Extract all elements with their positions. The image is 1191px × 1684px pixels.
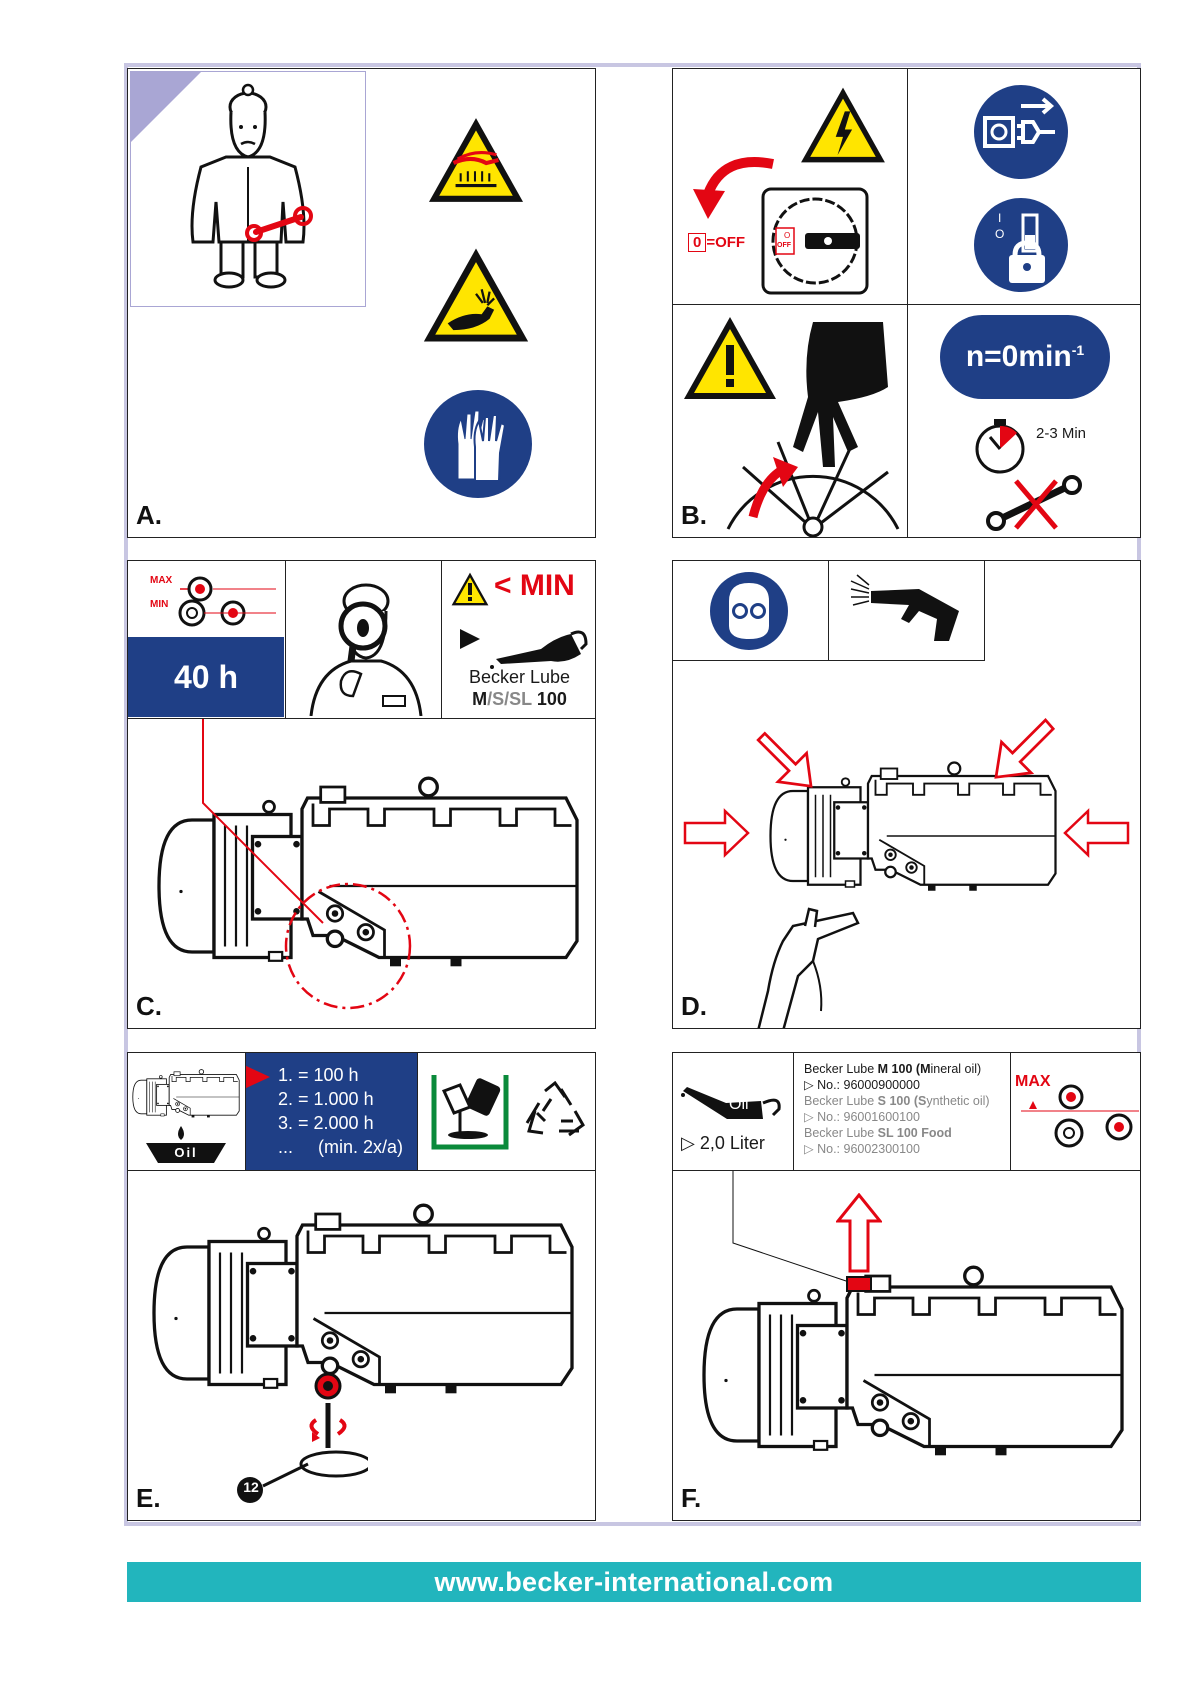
- lube-m-row: Becker Lube M 100 (Mineral oil): [804, 1062, 982, 1076]
- switch-off-mark: OFF: [777, 242, 791, 249]
- panel-label: D.: [681, 991, 707, 1021]
- lube-spec-cell: Becker Lube M 100 (Mineral oil) ▷ No.: 9…: [794, 1053, 1011, 1171]
- panel-label: F.: [681, 1483, 702, 1513]
- no-wrench-icon: [986, 475, 1082, 531]
- sight-glass-icon: [178, 576, 276, 627]
- off-label: 0=OFF: [688, 233, 745, 252]
- oil-volume-cell: Oil ▷ 2,0 Liter: [673, 1053, 794, 1171]
- panel-label: C.: [136, 991, 162, 1021]
- pump-drain-icon: [130, 1067, 242, 1127]
- website-footer[interactable]: www.becker-international.com: [127, 1562, 1141, 1602]
- off-zero: 0: [688, 233, 707, 252]
- lube-title: Becker Lube: [468, 667, 571, 687]
- drain-plug-highlight: [314, 1372, 342, 1400]
- lockout-icon: I O: [973, 197, 1069, 293]
- lock-o-mark: O: [995, 227, 1005, 241]
- oil-level-cell: MAX MIN 40 h: [128, 561, 286, 719]
- switch-o-mark: O: [784, 231, 791, 240]
- wait-time-label: 2-3 Min: [1036, 425, 1087, 442]
- oil-disposal-icon: [431, 1075, 509, 1150]
- disconnect-lock-cell: I O: [908, 69, 1140, 305]
- low-level-warning-icon: [450, 571, 490, 607]
- panel-label: A.: [136, 500, 162, 530]
- standstill-cell: n=0min-1 2-3 Min: [908, 305, 1140, 537]
- min-label: MIN: [150, 599, 169, 610]
- eye-protection-icon: [710, 572, 788, 650]
- pump-illustration: [693, 1265, 1133, 1485]
- drain-cell: Oil: [128, 1053, 246, 1171]
- max-sight-glass-icon: [1021, 1084, 1139, 1148]
- air-gun-cell: [829, 561, 985, 661]
- oil-can-label: Oil: [729, 1096, 749, 1113]
- check-interval-badge: 40 h: [128, 637, 284, 717]
- main-switch: O OFF: [760, 186, 870, 296]
- general-warning-icon: [678, 313, 782, 403]
- max-label: MAX: [150, 575, 173, 586]
- blow-direction-arrows: [683, 717, 1130, 858]
- panel-f: Oil ▷ 2,0 Liter Becker Lube M 100 (Miner…: [672, 1052, 1141, 1521]
- unplug-icon: [973, 84, 1069, 180]
- refill-cell: < MIN Oil Becker Lube M/S/SL 100: [442, 561, 595, 719]
- interval-list: 1. = 100 h 2. = 1.000 h 3. = 2.000 h ...…: [278, 1065, 404, 1157]
- panel-label: B.: [681, 500, 707, 530]
- pour-oil-icon: [460, 629, 588, 669]
- panel-b: 0=OFF O OFF: [672, 68, 1141, 538]
- sharp-hazard-warning-icon: [418, 244, 534, 346]
- lube-m-number: ▷ No.: 96000900000: [804, 1078, 920, 1092]
- wear-gloves-icon: [423, 389, 533, 499]
- inspect-cell: [286, 561, 442, 719]
- air-gun-hand-icon: [757, 907, 860, 1028]
- technician-illustration: [130, 71, 366, 307]
- panel-a: A.: [127, 68, 596, 538]
- timer-icon: [975, 419, 1025, 474]
- eye-protection-cell: [673, 561, 829, 661]
- fill-up-arrow: [836, 1193, 882, 1273]
- recycle-icon: [525, 1081, 585, 1137]
- panel-e: Oil 1. = 100 h 2. = 1.000 h 3. = 2.000 h…: [127, 1052, 596, 1521]
- fill-plug-highlight: [846, 1276, 872, 1292]
- lube-sl-row: Becker Lube SL 100 Food: [804, 1126, 952, 1140]
- inspector-magnifier-icon: [309, 583, 423, 716]
- panel-c: MAX MIN 40 h < MIN: [127, 560, 596, 1029]
- panel-d: D.: [672, 560, 1141, 1029]
- max-label: MAX: [1015, 1073, 1051, 1090]
- lube-s-row: Becker Lube S 100 (Synthetic oil): [804, 1094, 990, 1108]
- lube-s-number: ▷ No.: 96001600100: [804, 1110, 920, 1124]
- wrench-key-icon: [237, 1403, 368, 1503]
- hand-fan-hazard-icon: [726, 322, 900, 537]
- pump-illustration: [143, 1203, 583, 1423]
- pointer-arrow-icon: [246, 1065, 270, 1089]
- volume-label: ▷ 2,0 Liter: [681, 1133, 765, 1153]
- switch-off-cell: 0=OFF O OFF: [673, 69, 908, 305]
- max-level-cell: MAX: [1011, 1053, 1140, 1171]
- oil-tray: Oil: [146, 1143, 226, 1163]
- below-min-label: < MIN: [494, 569, 575, 602]
- electrical-warning-icon: [791, 84, 895, 166]
- lock-i-mark: I: [998, 211, 1002, 225]
- change-intervals-cell: 1. = 100 h 2. = 1.000 h 3. = 2.000 h ...…: [246, 1053, 418, 1171]
- wrench-size-label: 12: [243, 1479, 259, 1495]
- callout-line: [732, 1171, 859, 1286]
- speed-zero-badge: n=0min-1: [940, 315, 1110, 399]
- oil-drop-icon: [178, 1126, 184, 1140]
- lube-sl-number: ▷ No.: 96002300100: [804, 1142, 920, 1156]
- oil-can-icon: [681, 1087, 781, 1119]
- sight-glass-callout: [202, 719, 412, 1010]
- disposal-cell: [418, 1053, 595, 1171]
- air-gun-icon: [850, 574, 959, 641]
- panel-label: E.: [136, 1483, 161, 1513]
- lube-grades: M/S/SL 100: [472, 689, 567, 709]
- moving-parts-cell: [673, 305, 908, 537]
- hot-surface-warning-icon: [418, 114, 534, 206]
- turn-arrow-icon: [693, 157, 774, 219]
